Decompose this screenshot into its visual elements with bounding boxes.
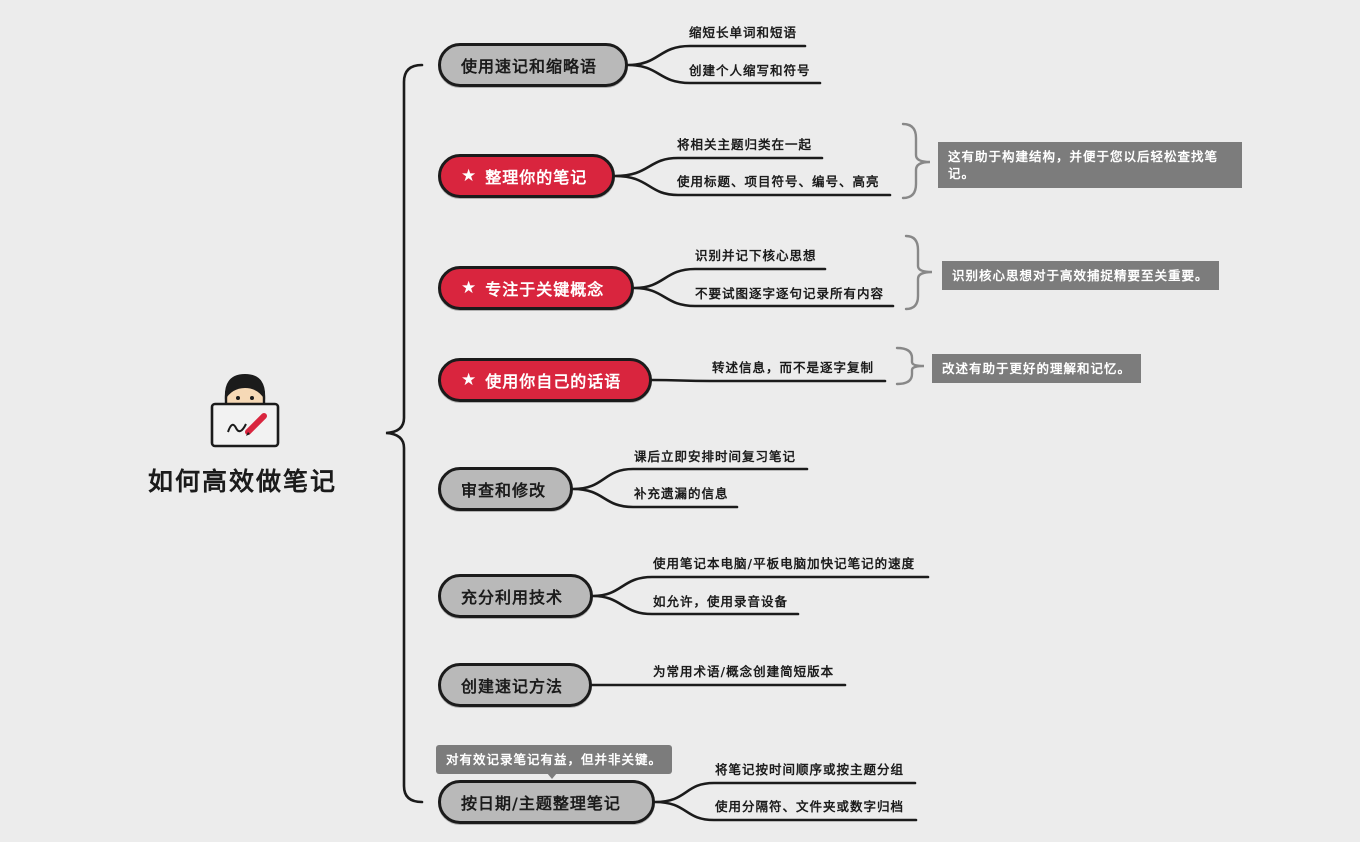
note-brace-3 [895,346,925,386]
leaf-item: 课后立即安排时间复习笔记 [634,449,797,464]
note-callout: 识别核心思想对于高效捕捉精要至关重要。 [942,261,1219,290]
leaf-item: 转述信息，而不是逐字复制 [712,360,875,375]
connector-branch-3 [650,378,887,383]
connector-branch-5 [591,575,930,616]
branch-label: 使用速记和缩略语 [461,57,598,76]
leaf-item: 缩短长单词和短语 [689,25,798,40]
note-callout: 改述有助于更好的理解和记忆。 [932,354,1142,383]
central-title: 如何高效做笔记 [148,467,338,496]
central-figure [208,372,282,450]
note-callout: 对有效记录笔记有益，但并非关键。 [436,745,673,774]
note-brace-1 [901,122,931,200]
branch-node-shorthand[interactable]: 使用速记和缩略语 [438,43,628,87]
connector-branch-0 [626,44,822,85]
leaf-item: 使用分隔符、文件夹或数字归档 [715,799,905,814]
leaf-item: 使用标题、项目符号、编号、高亮 [677,174,880,189]
branch-node-organize[interactable]: ★ 整理你的笔记 [438,154,615,198]
branch-node-review[interactable]: 审查和修改 [438,467,573,511]
branch-label: 创建速记方法 [461,677,564,696]
branch-label: 专注于关键概念 [485,280,605,299]
leaf-item: 补充遗漏的信息 [634,486,729,501]
branch-label: 整理你的笔记 [485,168,588,187]
connector-branch-2 [632,267,895,308]
branch-label: 使用你自己的话语 [485,372,622,391]
leaf-item: 创建个人缩写和符号 [689,63,811,78]
leaf-item: 为常用术语/概念创建简短版本 [653,664,835,679]
star-icon: ★ [461,166,478,186]
branch-label: 充分利用技术 [461,588,564,607]
connector-branch-4 [571,467,809,509]
leaf-item: 使用笔记本电脑/平板电脑加快记笔记的速度 [653,556,916,571]
branch-node-key-concepts[interactable]: ★ 专注于关键概念 [438,266,634,310]
leaf-item: 识别并记下核心思想 [695,248,817,263]
callout-pointer [547,773,557,779]
leaf-item: 将笔记按时间顺序或按主题分组 [715,762,905,777]
main-brace [385,63,424,804]
branch-node-organize-by-date[interactable]: 按日期/主题整理笔记 [438,780,655,824]
star-icon: ★ [461,278,478,298]
connector-branch-7 [653,781,918,822]
leaf-item: 将相关主题归类在一起 [677,137,813,152]
branch-node-own-words[interactable]: ★ 使用你自己的话语 [438,358,652,402]
note-callout: 这有助于构建结构，并便于您以后轻松查找笔记。 [938,142,1242,188]
note-brace-2 [904,234,933,311]
leaf-item: 不要试图逐字逐句记录所有内容 [695,286,885,301]
connector-branch-1 [613,156,892,197]
branch-label: 按日期/主题整理笔记 [461,794,621,813]
branch-node-technology[interactable]: 充分利用技术 [438,574,593,618]
branch-label: 审查和修改 [461,481,547,500]
star-icon: ★ [461,370,478,390]
person-with-laptop-icon [210,374,280,448]
branch-node-shorthand-method[interactable]: 创建速记方法 [438,663,592,707]
leaf-item: 如允许，使用录音设备 [653,594,789,609]
